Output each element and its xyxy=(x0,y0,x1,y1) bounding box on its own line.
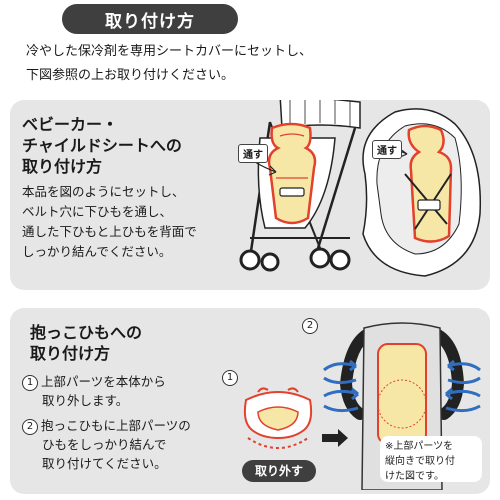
stroller-title-line-3: 取り付け方 xyxy=(22,157,103,176)
step-1-line-1: 上部パーツを本体から xyxy=(41,374,166,389)
carrier-panel-title: 抱っこひもへの 取り付け方 xyxy=(30,322,200,364)
carseat-thread-label: 通す xyxy=(372,140,402,159)
tie-arrows xyxy=(323,359,481,413)
cooling-pad-carrier xyxy=(377,343,427,445)
stroller-carseat-panel: ベビーカー・ チャイルドシートへの 取り付け方 本品を図のようにセットし、 ベル… xyxy=(10,100,490,290)
intro-line-1: 冷やした保冷剤を専用シートカバーにセットし、 xyxy=(26,44,313,59)
carseat-illustration xyxy=(362,108,482,277)
section-header: 取り付け方 xyxy=(62,4,238,34)
remove-label: 取り外す xyxy=(242,460,316,482)
note-line-1: ※上部パーツを xyxy=(385,441,454,452)
step-1-number: 1 xyxy=(22,375,38,391)
stroller-body-line-4: しっかり結んでください。 xyxy=(22,244,172,259)
step-2-line-3: 取り付けてください。 xyxy=(42,456,167,471)
stroller-illustration xyxy=(239,100,361,272)
header-title: 取り付け方 xyxy=(105,11,195,32)
cooling-pad-carseat xyxy=(407,124,453,243)
stroller-panel-title: ベビーカー・ チャイルドシートへの 取り付け方 xyxy=(22,114,212,177)
figure-1-number: 1 xyxy=(222,370,238,386)
step-2-line-2: ひもをしっかり結んで xyxy=(42,437,167,452)
stroller-thread-label: 通す xyxy=(238,144,268,163)
note-line-3: けた図です。 xyxy=(385,471,444,482)
orientation-note: ※上部パーツを 縦向きで取り付 けた図です。 xyxy=(380,436,482,482)
cooling-pad-stroller xyxy=(267,122,317,225)
stroller-body-line-2: ベルト穴に下ひもを通し、 xyxy=(22,204,173,219)
step-2-number: 2 xyxy=(22,419,38,435)
stroller-body-line-1: 本品を図のようにセットし、 xyxy=(22,184,185,199)
step-1-line-2: 取り外します。 xyxy=(42,393,129,408)
step-2-line-1: 抱っこひもに上部パーツの xyxy=(41,418,191,433)
top-part-illustration xyxy=(243,387,313,449)
note-line-2: 縦向きで取り付 xyxy=(385,456,455,467)
intro-line-2: 下図参照の上お取り付けください。 xyxy=(26,68,235,83)
carrier-title-line-1: 抱っこひもへの xyxy=(30,323,143,342)
figure-2-number: 2 xyxy=(302,318,318,334)
intro-text: 冷やした保冷剤を専用シートカバーにセットし、 下図参照の上お取り付けください。 xyxy=(26,40,486,88)
right-arrow-icon xyxy=(322,429,348,447)
stroller-title-line-2: チャイルドシートへの xyxy=(22,136,182,155)
stroller-title-line-1: ベビーカー・ xyxy=(22,115,119,134)
carrier-title-line-2: 取り付け方 xyxy=(30,344,111,363)
stroller-body-line-3: 通した下ひもと上ひもを背面で xyxy=(22,224,197,239)
stroller-instructions: 本品を図のようにセットし、 ベルト穴に下ひもを通し、 通した下ひもと上ひもを背面… xyxy=(22,182,222,262)
